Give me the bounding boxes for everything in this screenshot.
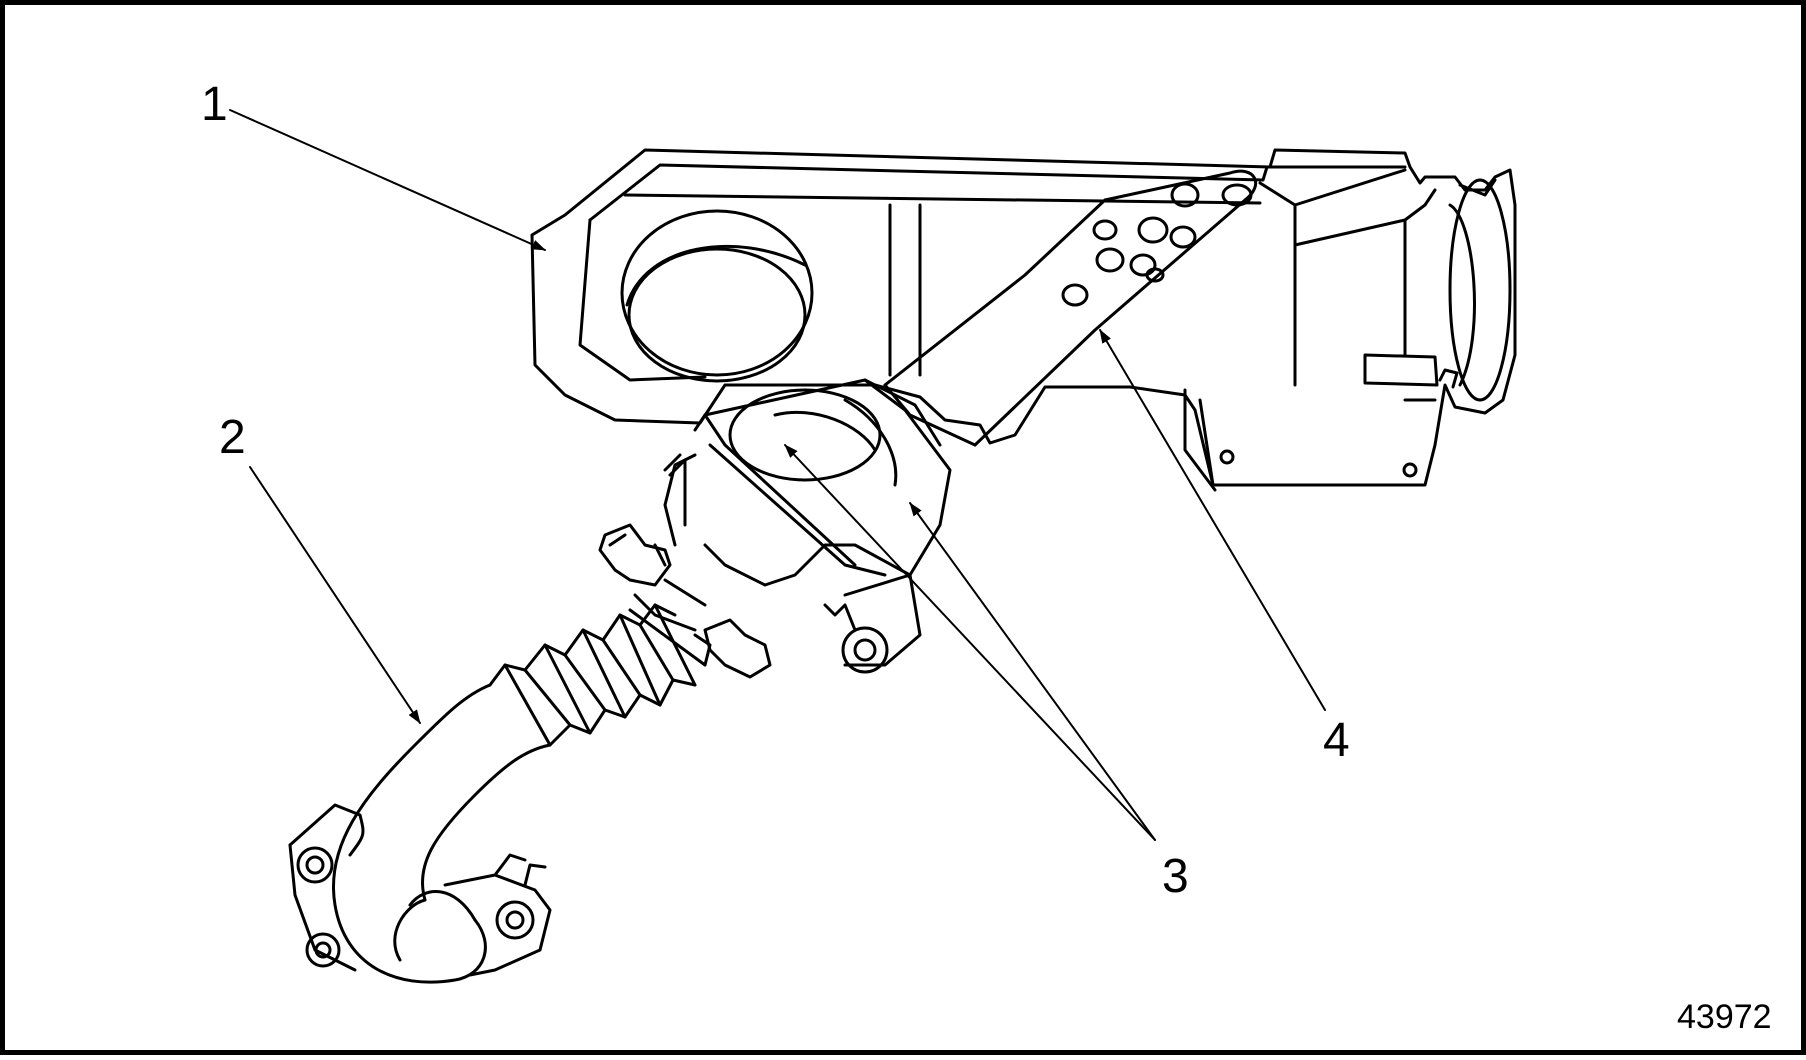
callout-3: 3 bbox=[1162, 850, 1189, 903]
leader-lines bbox=[229, 109, 1326, 841]
valve-housing bbox=[653, 378, 952, 674]
upper-housing bbox=[530, 148, 1517, 492]
egr-assembly-diagram: 1 2 3 4 43972 bbox=[201, 78, 1772, 1036]
leader-line-4 bbox=[1099, 329, 1326, 711]
callout-4: 4 bbox=[1323, 714, 1350, 767]
callout-2: 2 bbox=[219, 411, 246, 464]
figure-number: 43972 bbox=[1677, 998, 1772, 1036]
actuator-clips bbox=[598, 523, 772, 679]
leader-line-3a bbox=[784, 444, 1156, 841]
perforated-tube bbox=[883, 169, 1258, 447]
callout-1: 1 bbox=[201, 78, 228, 131]
leader-line-3b bbox=[909, 502, 1156, 841]
leader-line-1 bbox=[229, 109, 546, 251]
bellows-pipe bbox=[288, 603, 697, 984]
leader-line-2 bbox=[249, 466, 421, 724]
